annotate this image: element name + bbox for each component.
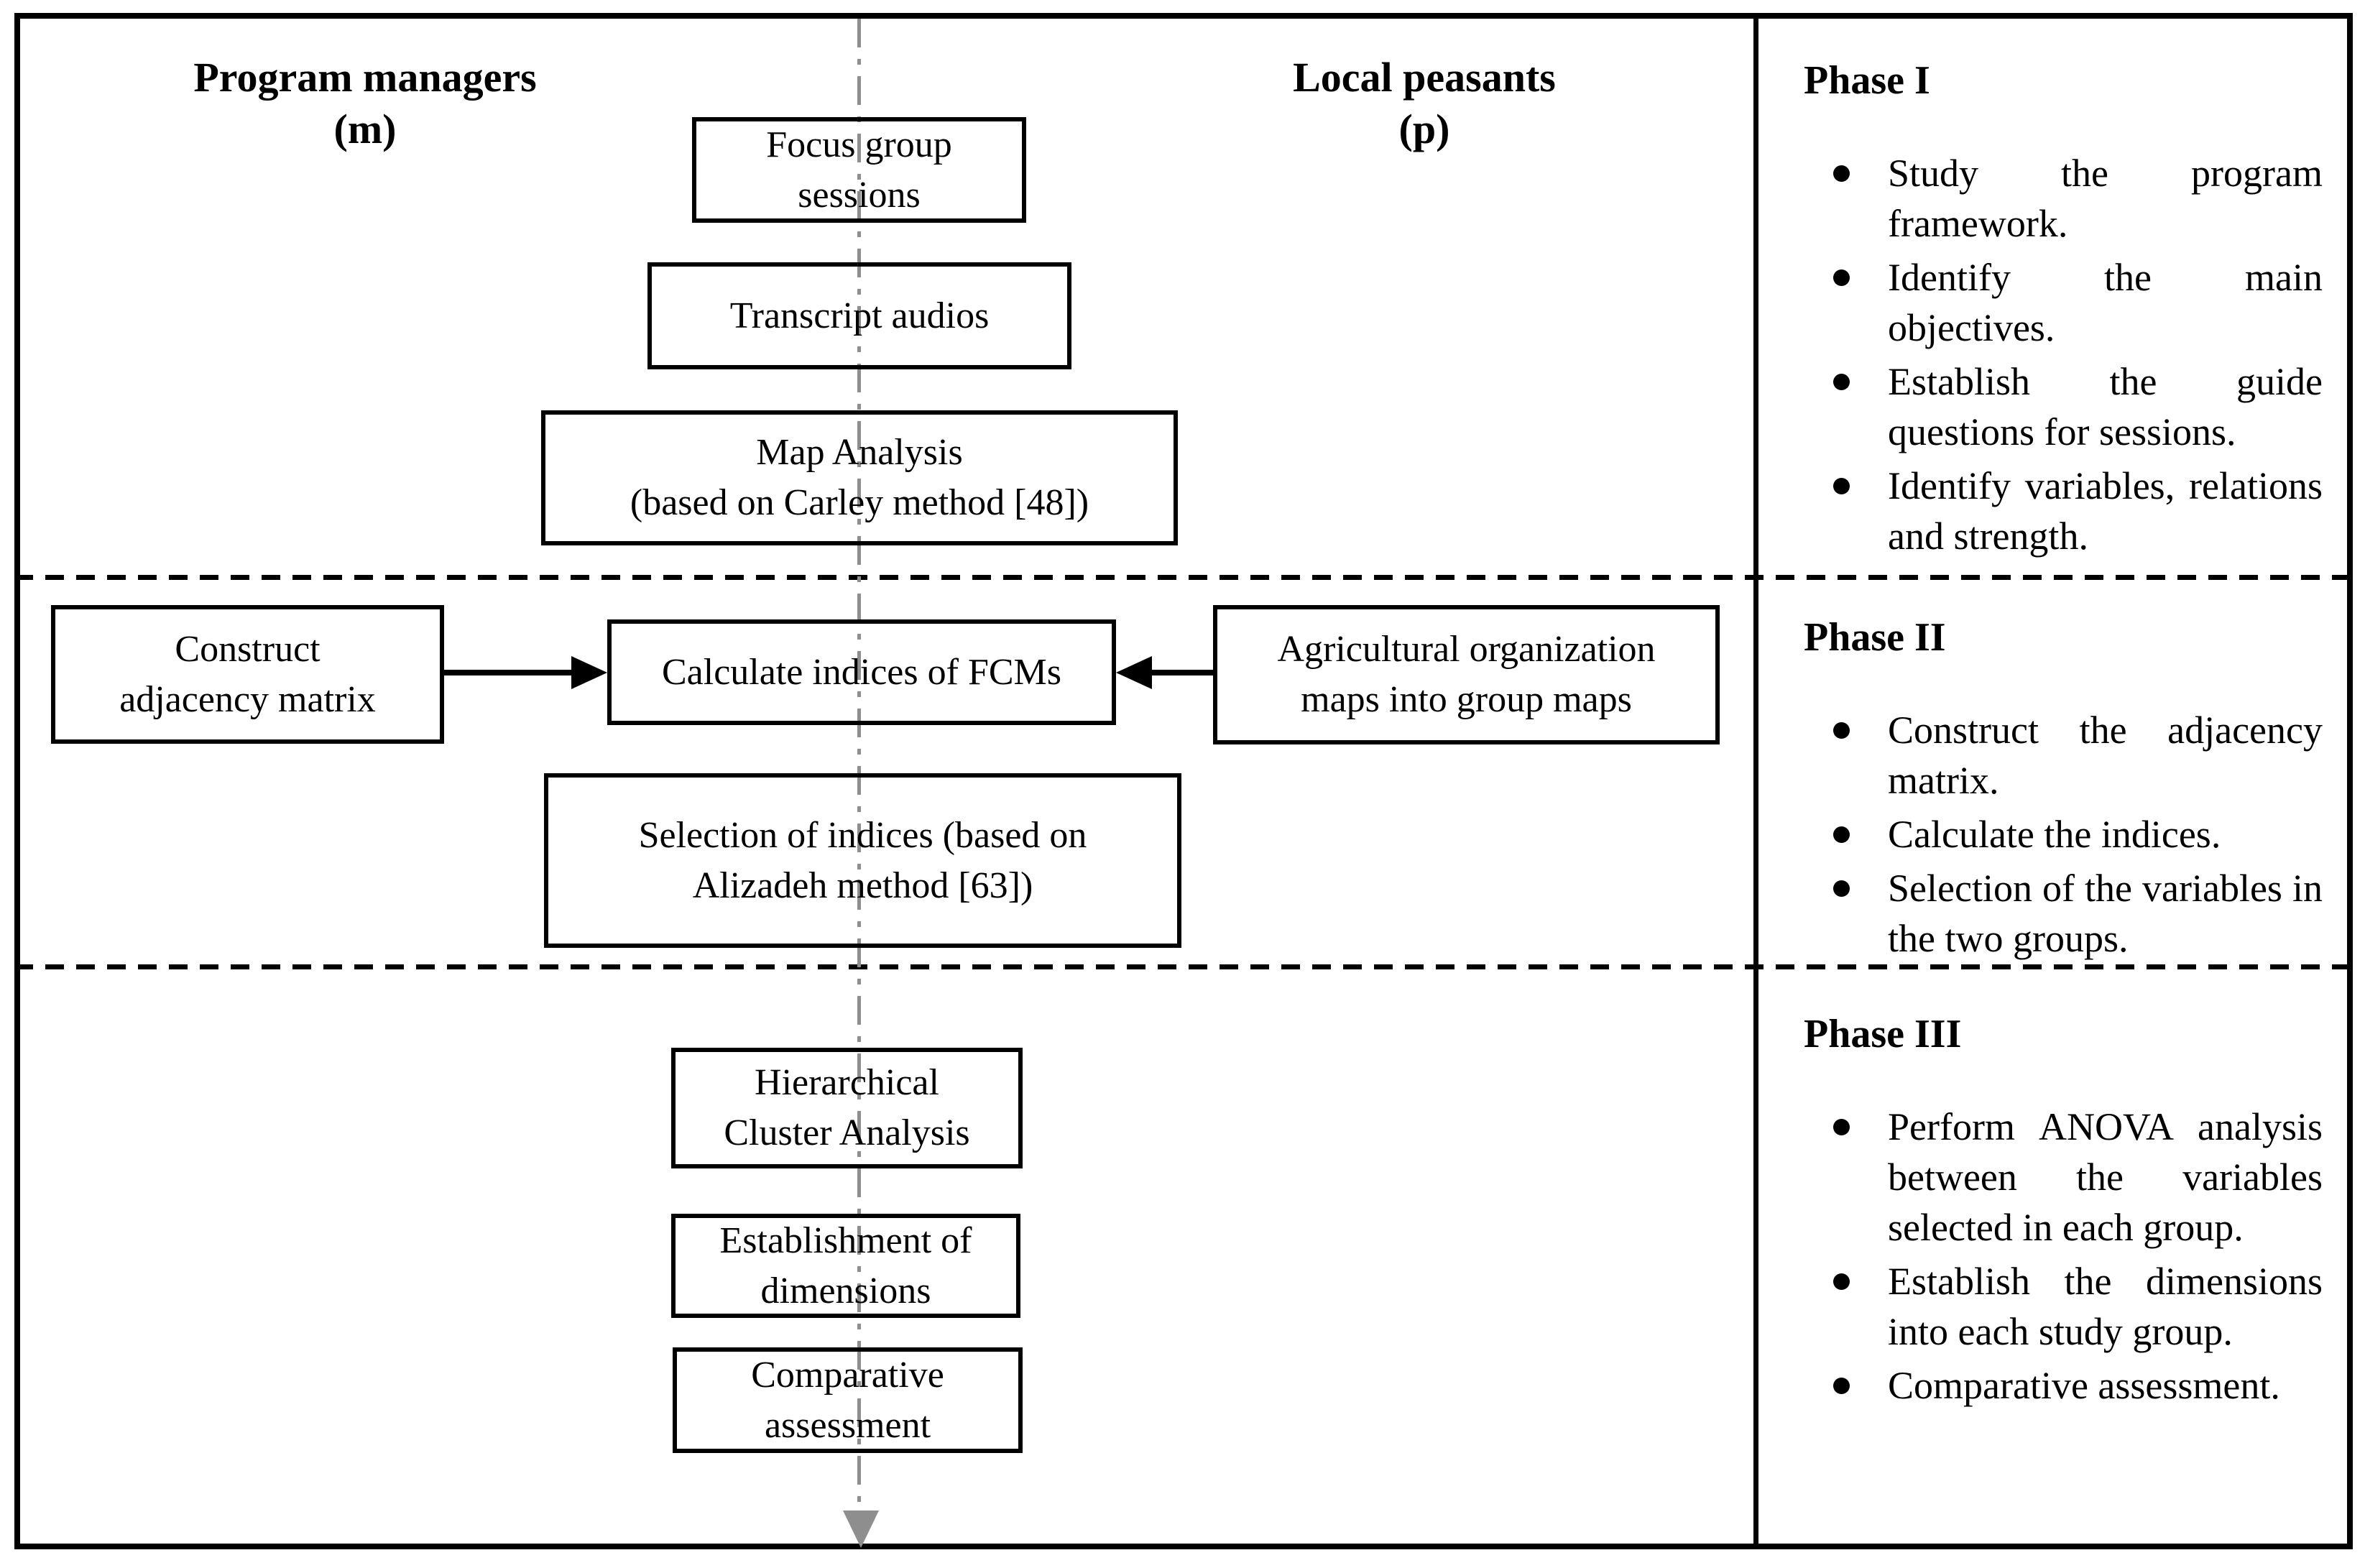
column-subtitle: (p) — [1398, 106, 1450, 152]
box-text-line: adjacency matrix — [119, 678, 376, 720]
column-title: Local peasants — [1293, 54, 1556, 101]
box-text-line: assessment — [764, 1404, 931, 1446]
flow-box-focus-group-sessions: Focus group sessions — [692, 117, 1026, 223]
box-text-line: Agricultural organization — [1277, 629, 1656, 670]
connector-construct-to-calculate — [444, 670, 573, 675]
phase-2-title: Phase II — [1804, 615, 1946, 660]
phase-bullet: Perform ANOVA analysis between the varia… — [1833, 1102, 2323, 1253]
box-text-line: maps into group maps — [1301, 679, 1632, 720]
phase-bullet: Study the program framework. — [1833, 148, 2323, 249]
phase-2-section: Phase II Construct the adjacency matrix.… — [1758, 580, 2347, 977]
box-text-line: Transcript audios — [729, 295, 990, 336]
arrow-right-icon — [571, 656, 607, 689]
flow-box-establishment-of-dimensions: Establishment of dimensions — [671, 1214, 1020, 1318]
phase2-phase3-separator — [14, 964, 2347, 969]
phase1-phase2-separator — [14, 575, 2347, 580]
box-text-line: Alizadeh method [63]) — [692, 864, 1033, 906]
figure-outer-border — [14, 13, 2353, 1549]
box-text-line: dimensions — [760, 1270, 931, 1311]
arrow-down-icon — [843, 1511, 879, 1548]
phase-2-bullet-list: Construct the adjacency matrix.Calculate… — [1804, 705, 2323, 964]
box-text-line: Map Analysis — [756, 432, 963, 473]
phase-1-section: Phase I Study the program framework.Iden… — [1758, 13, 2347, 575]
column-title: Program managers — [193, 54, 537, 101]
column-subtitle: (m) — [333, 106, 397, 152]
box-text-line: Establishment of — [719, 1219, 972, 1261]
phase-3-bullet-list: Perform ANOVA analysis between the varia… — [1804, 1102, 2323, 1411]
phase-bullet: Establish the dimensions into each study… — [1833, 1256, 2323, 1357]
phase-bullet: Construct the adjacency matrix. — [1833, 705, 2323, 806]
box-text-line: Construct — [175, 628, 321, 670]
phase-bullet: Calculate the indices. — [1833, 809, 2323, 859]
phase-1-title: Phase I — [1804, 58, 1930, 103]
box-text-line: Cluster Analysis — [724, 1112, 970, 1153]
phase-panel-divider — [1753, 13, 1758, 1549]
timeline-guideline — [857, 19, 861, 1512]
box-text-line: Calculate indices of FCMs — [661, 651, 1062, 693]
flow-box-selection-of-indices: Selection of indices (based on Alizadeh … — [544, 773, 1181, 948]
box-text-line: (based on Carley method [48]) — [630, 482, 1089, 523]
box-text-line: sessions — [798, 174, 921, 216]
flow-box-hierarchical-cluster-analysis: Hierarchical Cluster Analysis — [671, 1048, 1023, 1168]
flow-box-calculate-indices: Calculate indices of FCMs — [607, 619, 1116, 725]
phase-bullet: Establish the guide questions for sessio… — [1833, 356, 2323, 457]
box-text-line: Hierarchical — [755, 1062, 939, 1103]
flow-box-transcript-audios: Transcript audios — [647, 262, 1071, 369]
box-text-line: Selection of indices (based on — [638, 814, 1087, 856]
column-header-local-peasants: Local peasants (p) — [1194, 52, 1654, 155]
phase-bullet: Identify the main objectives. — [1833, 252, 2323, 353]
phase-1-bullet-list: Study the program framework.Identify the… — [1804, 148, 2323, 561]
flow-box-construct-adjacency-matrix: Construct adjacency matrix — [51, 605, 444, 744]
box-text-line: Comparative — [751, 1354, 944, 1396]
column-header-program-managers: Program managers (m) — [135, 52, 595, 155]
flow-box-agricultural-maps: Agricultural organization maps into grou… — [1213, 605, 1720, 744]
box-text-line: Focus group — [766, 124, 952, 165]
flow-box-comparative-assessment: Comparative assessment — [673, 1347, 1023, 1453]
phase-3-title: Phase III — [1804, 1012, 1962, 1056]
phase-bullet: Identify variables, relations and streng… — [1833, 461, 2323, 561]
phase-bullet: Comparative assessment. — [1833, 1360, 2323, 1411]
phase-description-panel: Phase I Study the program framework.Iden… — [1758, 13, 2347, 1549]
flow-box-map-analysis: Map Analysis (based on Carley method [48… — [541, 410, 1178, 545]
phase-3-section: Phase III Perform ANOVA analysis between… — [1758, 969, 2347, 1549]
connector-agricultural-to-calculate — [1148, 670, 1213, 675]
arrow-left-icon — [1116, 656, 1152, 689]
phase-bullet: Selection of the variables in the two gr… — [1833, 863, 2323, 964]
